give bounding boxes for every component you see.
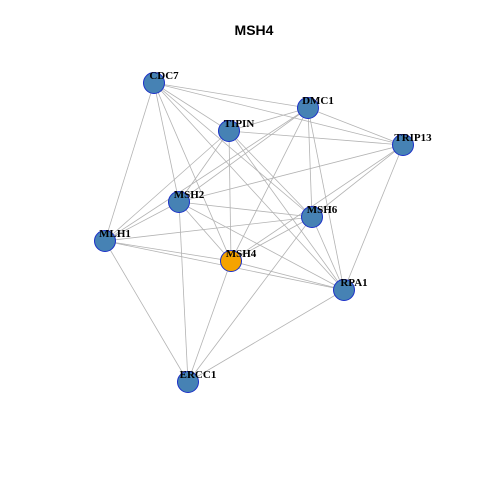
- edge-tipin-msh2: [178, 130, 230, 203]
- edge-msh2-mlh1: [104, 201, 180, 242]
- edge-cdc7-rpa1: [153, 82, 345, 291]
- edge-dmc1-rpa1: [307, 107, 345, 291]
- edge-trip13-rpa1: [343, 144, 404, 291]
- edge-rpa1-ercc1: [187, 289, 345, 383]
- node-trip13: TRIP13: [392, 132, 432, 156]
- node-msh4: MSH4: [220, 248, 257, 272]
- node-label-cdc7: CDC7: [149, 70, 179, 82]
- node-cdc7: CDC7: [143, 70, 179, 94]
- node-ercc1: ERCC1: [177, 369, 217, 393]
- node-label-tipin: TIPIN: [224, 118, 255, 130]
- node-msh2: MSH2: [168, 189, 205, 213]
- edge-trip13-msh2: [178, 144, 404, 203]
- node-circle-ercc1: [177, 371, 199, 393]
- node-label-trip13: TRIP13: [394, 132, 432, 144]
- edge-dmc1-trip13: [307, 107, 404, 146]
- node-msh6: MSH6: [301, 204, 338, 228]
- edge-cdc7-msh6: [153, 82, 313, 218]
- edge-trip13-msh4: [230, 144, 404, 262]
- edge-dmc1-tipin: [228, 107, 309, 132]
- node-mlh1: MLH1: [94, 228, 131, 252]
- edge-tipin-msh6: [228, 130, 313, 218]
- node-circle-tipin: [218, 120, 240, 142]
- edge-msh4-ercc1: [187, 260, 232, 383]
- edge-tipin-trip13: [228, 130, 404, 146]
- node-label-msh2: MSH2: [174, 189, 205, 201]
- node-circle-dmc1: [297, 97, 319, 119]
- node-circle-msh2: [168, 191, 190, 213]
- node-label-rpa1: RPA1: [340, 277, 367, 289]
- edge-cdc7-tipin: [153, 82, 230, 132]
- node-rpa1: RPA1: [333, 277, 368, 301]
- edge-cdc7-mlh1: [104, 82, 155, 242]
- edge-tipin-rpa1: [228, 130, 345, 291]
- edge-mlh1-ercc1: [104, 240, 189, 383]
- edge-msh6-ercc1: [187, 216, 313, 383]
- edge-dmc1-mlh1: [104, 107, 309, 242]
- node-circle-cdc7: [143, 72, 165, 94]
- node-circle-msh4: [220, 250, 242, 272]
- edge-msh2-msh4: [178, 201, 232, 262]
- edge-dmc1-msh2: [178, 107, 309, 203]
- node-circle-trip13: [392, 134, 414, 156]
- node-label-msh4: MSH4: [226, 248, 257, 260]
- edge-layer: [104, 82, 404, 383]
- node-circle-msh6: [301, 206, 323, 228]
- edge-tipin-msh4: [228, 130, 232, 262]
- edge-cdc7-msh4: [153, 82, 232, 262]
- node-label-dmc1: DMC1: [302, 95, 334, 107]
- edge-dmc1-msh6: [307, 107, 313, 218]
- edge-msh4-rpa1: [230, 260, 345, 291]
- node-label-msh6: MSH6: [307, 204, 338, 216]
- edge-cdc7-dmc1: [153, 82, 309, 109]
- edge-cdc7-trip13: [153, 82, 404, 146]
- edge-msh6-msh4: [230, 216, 313, 262]
- edge-msh6-mlh1: [104, 216, 313, 242]
- node-tipin: TIPIN: [218, 118, 255, 142]
- edge-tipin-mlh1: [104, 130, 230, 242]
- edge-dmc1-msh4: [230, 107, 309, 262]
- node-label-mlh1: MLH1: [99, 228, 131, 240]
- edge-trip13-msh6: [311, 144, 404, 218]
- edge-msh2-msh6: [178, 201, 313, 218]
- edge-cdc7-msh2: [153, 82, 180, 203]
- node-label-ercc1: ERCC1: [180, 369, 217, 381]
- node-dmc1: DMC1: [297, 95, 334, 119]
- node-circle-mlh1: [94, 230, 116, 252]
- edge-mlh1-msh4: [104, 240, 232, 262]
- node-circle-rpa1: [333, 279, 355, 301]
- edge-msh2-rpa1: [178, 201, 345, 291]
- edge-msh6-rpa1: [311, 216, 345, 291]
- edge-msh2-ercc1: [178, 201, 189, 383]
- diagram-title: MSH4: [235, 22, 274, 38]
